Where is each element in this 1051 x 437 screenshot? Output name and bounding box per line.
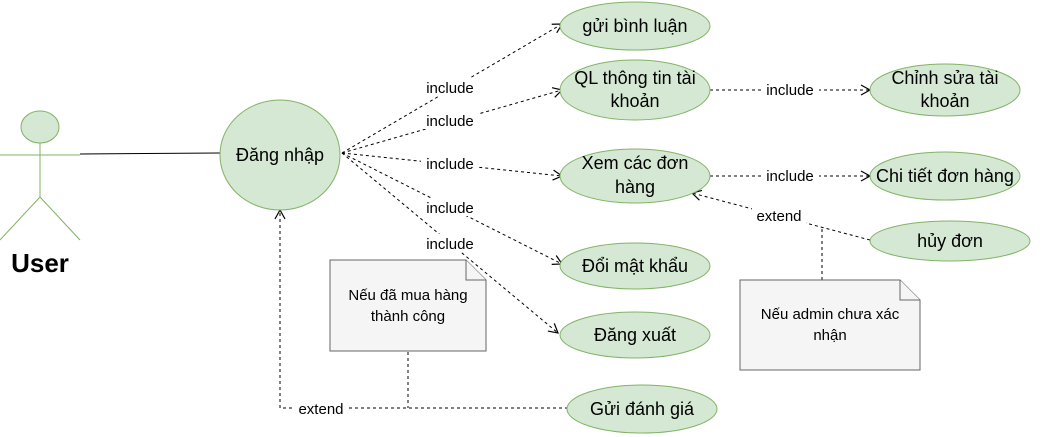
user-actor[interactable]: User [0,110,81,278]
actor-head [20,110,60,144]
usecase-cancel-order-label: hủy đơn [917,231,983,251]
label-include-password: include [426,200,474,217]
label-include-edit-account: include [766,82,814,99]
usecase-cancel-order[interactable]: hủy đơn [869,220,1031,262]
usecase-orders[interactable]: Xem các đơn hàng [559,148,711,204]
note-purchase-line-2: thành công [371,308,445,325]
label-include-account: include [426,113,474,130]
usecase-edit-account-label-2: khoản [920,91,969,111]
association-line [79,152,221,155]
usecase-login-label: Đăng nhập [236,145,324,165]
include-line-password [341,152,564,266]
usecase-order-detail-label: Chi tiết đơn hàng [876,166,1014,186]
usecase-edit-account-label-1: Chỉnh sửa tài [891,68,998,88]
usecase-logout-label: Đăng xuất [594,325,676,345]
note-admin-line-2: nhận [813,327,846,344]
label-include-comment: include [426,80,474,97]
actor-right-leg [39,196,81,241]
label-extend-cancel: extend [756,208,801,225]
note-admin: Nếu admin chưa xác nhận [739,279,921,371]
label-include-order-detail: include [766,168,814,185]
usecase-login[interactable]: Đăng nhập [219,99,341,211]
note-admin-line-1: Nếu admin chưa xác [761,306,900,323]
usecase-change-password-label: Đổi mật khẩu [582,256,688,276]
label-include-logout: include [426,236,474,253]
note-purchase-line-1: Nếu đã mua hàng [348,287,467,304]
usecase-logout[interactable]: Đăng xuất [559,311,711,359]
connector-labels: include include include include include … [294,78,819,418]
usecase-edit-account[interactable]: Chỉnh sửa tài khoản [869,63,1021,117]
note-purchase: Nếu đã mua hàng thành công [329,259,487,352]
usecase-account-label-2: khoản [610,91,659,111]
actor-label: User [11,248,69,278]
usecase-account[interactable]: QL thông tin tài khoản [559,59,711,121]
usecase-orders-label-1: Xem các đơn [582,153,689,173]
usecase-account-label-1: QL thông tin tài [574,68,695,88]
actor-left-leg [0,196,41,241]
usecase-orders-label-2: hàng [615,177,655,197]
usecase-comment-label: gửi bình luận [582,16,687,36]
label-include-orders: include [426,156,474,173]
label-extend-review: extend [298,401,343,418]
usecase-change-password[interactable]: Đổi mật khẩu [559,242,711,290]
usecase-comment[interactable]: gửi bình luận [559,1,711,51]
extend-line-review [274,208,568,409]
usecase-order-detail[interactable]: Chi tiết đơn hàng [869,151,1021,201]
usecase-review-label: Gửi đánh giá [590,399,695,419]
usecase-review[interactable]: Gửi đánh giá [566,384,718,434]
